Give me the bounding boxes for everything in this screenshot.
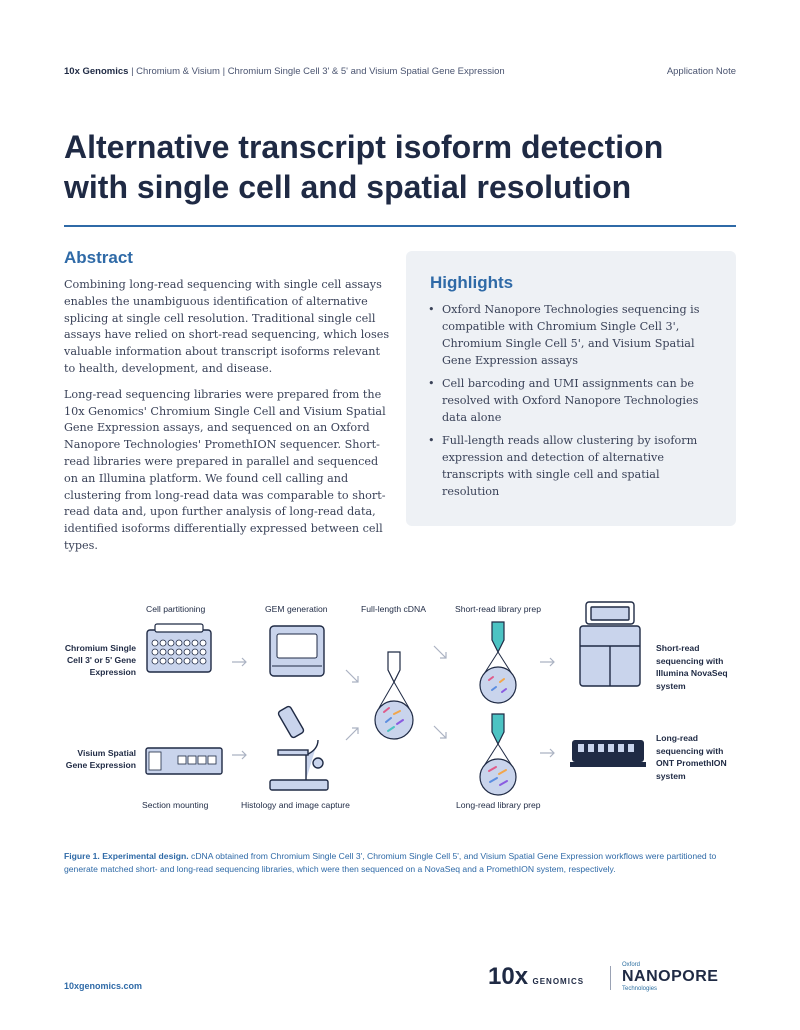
header-crumb-1: Chromium & Visium <box>136 66 220 77</box>
short-read-tube-icon <box>479 621 517 704</box>
figure-caption: Figure 1. Experimental design. cDNA obta… <box>64 851 717 874</box>
highlights-list: Oxford Nanopore Technologies sequencing … <box>428 301 716 506</box>
oxford-nanopore-logo: Oxford NANOPORE Technologies <box>622 962 719 992</box>
label-promethion: Long-read sequencing with ONT PromethION… <box>656 733 727 781</box>
label-gem-generation: GEM generation <box>265 604 328 614</box>
header-brand: 10x Genomics <box>64 66 129 77</box>
label-full-length-cdna: Full-length cDNA <box>361 604 426 614</box>
cdna-tube-icon <box>374 651 414 740</box>
long-read-tube-icon <box>479 713 517 796</box>
10x-genomics-logo: 10x GENOMICS <box>488 963 585 990</box>
label-cell-partitioning: Cell partitioning <box>146 604 206 614</box>
chromium-chip-icon <box>146 623 212 673</box>
label-novaseq: Short-read sequencing with Illumina Nova… <box>656 643 728 691</box>
label-visium: Visium Spatial Gene Expression <box>65 748 136 770</box>
highlight-item: Full-length reads allow clustering by is… <box>428 432 716 500</box>
figure-graphics <box>145 601 646 796</box>
label-histology: Histology and image capture <box>241 800 350 810</box>
flow-arrows <box>232 645 555 760</box>
novaseq-instrument-icon <box>579 601 641 687</box>
page-title: Alternative transcript isoform detection… <box>64 129 664 205</box>
microscope-icon <box>269 705 329 791</box>
footer-url[interactable]: 10xgenomics.com <box>64 981 143 991</box>
doc-type: Application Note <box>666 66 736 77</box>
highlights-panel: Highlights Oxford Nanopore Technologies … <box>406 251 736 526</box>
label-short-read-prep: Short-read library prep <box>455 604 541 614</box>
abstract-paragraph-1: Combining long-read sequencing with sing… <box>64 278 390 375</box>
highlight-item: Oxford Nanopore Technologies sequencing … <box>428 301 716 369</box>
title-rule <box>64 225 736 227</box>
highlights-heading: Highlights <box>430 273 514 292</box>
chromium-controller-icon <box>269 625 325 677</box>
page-header: 10x Genomics | Chromium & Visium | Chrom… <box>64 66 736 77</box>
header-crumb-2: Chromium Single Cell 3' & 5' and Visium … <box>227 66 505 77</box>
label-long-read-prep: Long-read library prep <box>456 800 541 810</box>
promethion-instrument-icon <box>570 740 646 767</box>
label-chromium: Chromium Single Cell 3' or 5' Gene Expre… <box>64 643 136 677</box>
label-section-mounting: Section mounting <box>142 800 209 810</box>
abstract-paragraph-2: Long-read sequencing libraries were prep… <box>64 387 386 552</box>
abstract-heading: Abstract <box>64 248 133 267</box>
visium-slide-icon <box>145 747 223 775</box>
logo-divider <box>610 966 611 990</box>
highlight-item: Cell barcoding and UMI assignments can b… <box>428 375 716 426</box>
abstract-body: Combining long-read sequencing with sing… <box>64 277 394 564</box>
experimental-design-figure: Cell partitioning GEM generation Full-le… <box>56 590 746 820</box>
